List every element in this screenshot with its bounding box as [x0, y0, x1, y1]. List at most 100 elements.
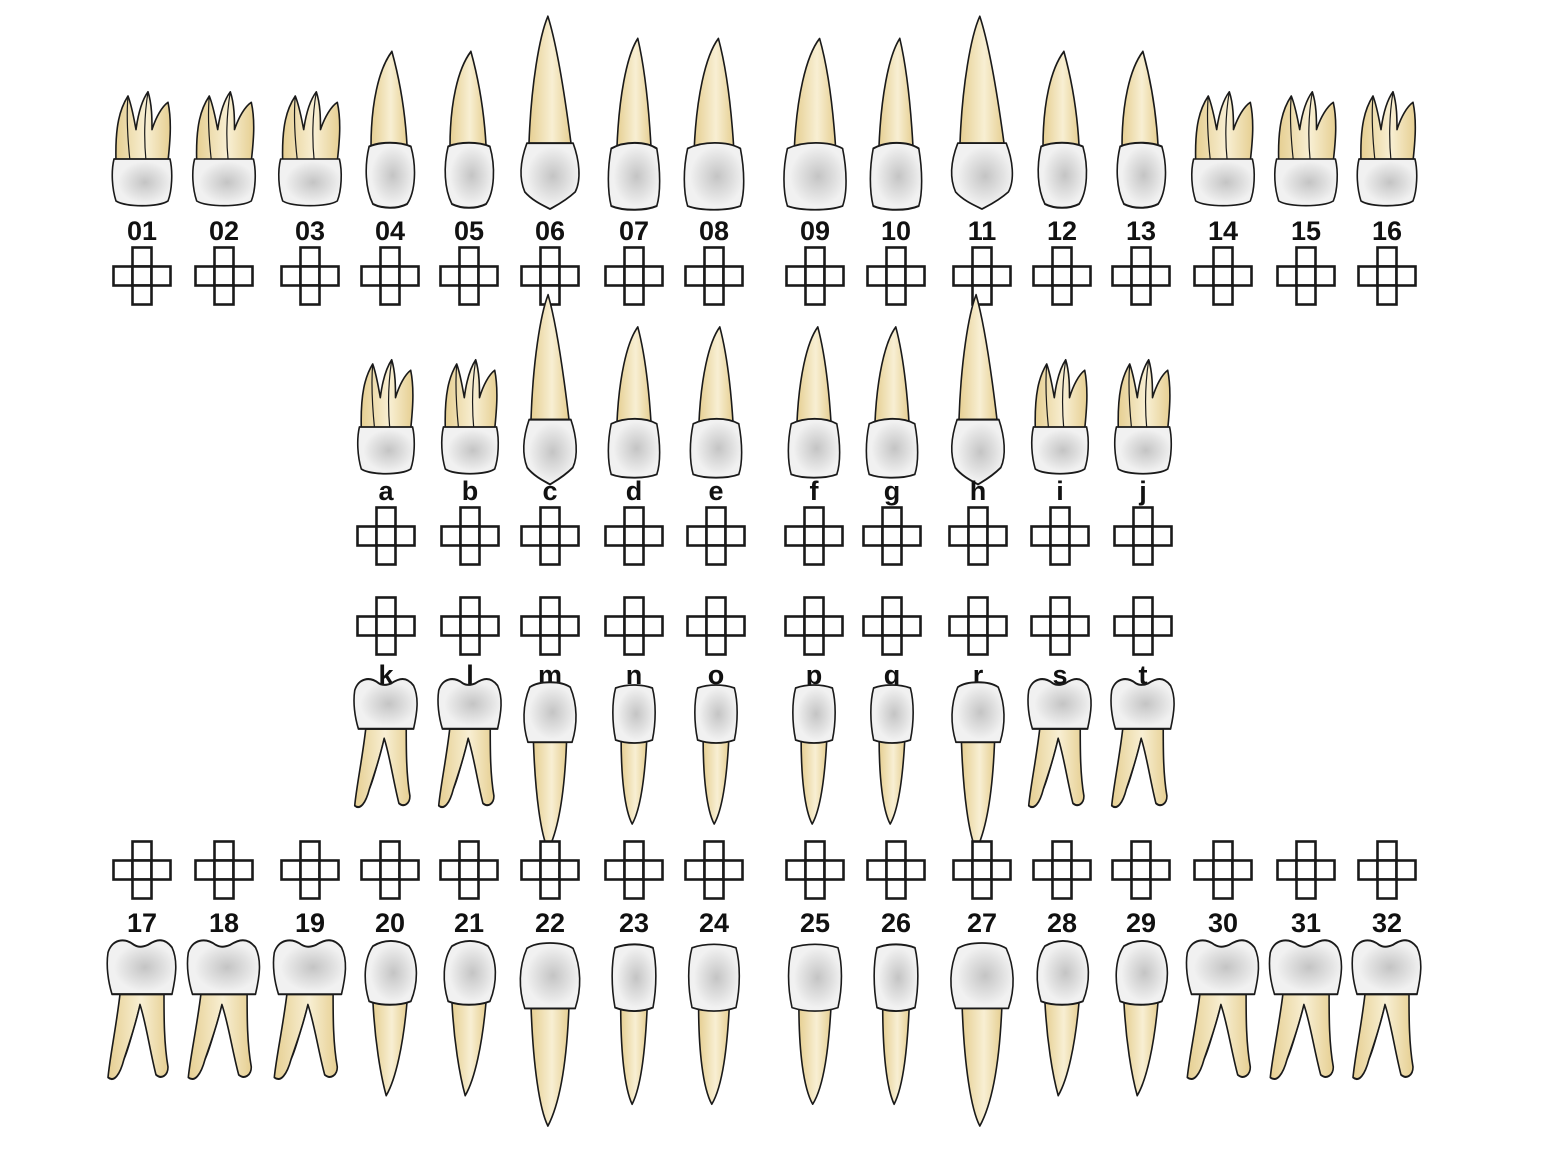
surface-chart-s[interactable]: [1032, 598, 1089, 655]
surface-left[interactable]: [688, 527, 707, 546]
tooth-j[interactable]: [1115, 360, 1172, 474]
surface-chart-20[interactable]: [362, 842, 419, 899]
tooth-m[interactable]: [524, 682, 576, 850]
surface-right[interactable]: [152, 861, 171, 880]
surface-center[interactable]: [806, 267, 825, 286]
surface-right[interactable]: [644, 617, 663, 636]
surface-top[interactable]: [705, 248, 724, 267]
tooth-11[interactable]: [952, 16, 1013, 209]
surface-chart-03[interactable]: [282, 248, 339, 305]
surface-center[interactable]: [705, 861, 724, 880]
surface-center[interactable]: [1051, 617, 1070, 636]
surface-bottom[interactable]: [1214, 286, 1233, 305]
surface-chart-14[interactable]: [1195, 248, 1252, 305]
surface-right[interactable]: [320, 861, 339, 880]
surface-top[interactable]: [1134, 598, 1153, 617]
tooth-13[interactable]: [1117, 52, 1165, 208]
surface-left[interactable]: [196, 267, 215, 286]
tooth-32[interactable]: [1352, 940, 1421, 1079]
surface-chart-b[interactable]: [442, 508, 499, 565]
surface-bottom[interactable]: [887, 286, 906, 305]
tooth-g[interactable]: [866, 327, 917, 478]
surface-chart-04[interactable]: [362, 248, 419, 305]
surface-left[interactable]: [442, 617, 461, 636]
surface-chart-25[interactable]: [787, 842, 844, 899]
surface-right[interactable]: [234, 861, 253, 880]
surface-right[interactable]: [906, 267, 925, 286]
surface-center[interactable]: [973, 861, 992, 880]
tooth-q[interactable]: [871, 685, 913, 824]
surface-chart-01[interactable]: [114, 248, 171, 305]
surface-bottom[interactable]: [541, 880, 560, 899]
surface-bottom[interactable]: [541, 546, 560, 565]
surface-top[interactable]: [1134, 508, 1153, 527]
surface-left[interactable]: [362, 267, 381, 286]
surface-center[interactable]: [625, 861, 644, 880]
surface-chart-17[interactable]: [114, 842, 171, 899]
surface-center[interactable]: [969, 617, 988, 636]
surface-top[interactable]: [883, 508, 902, 527]
surface-left[interactable]: [686, 861, 705, 880]
surface-top[interactable]: [1297, 842, 1316, 861]
surface-chart-16[interactable]: [1359, 248, 1416, 305]
surface-center[interactable]: [1134, 617, 1153, 636]
surface-left[interactable]: [1195, 861, 1214, 880]
surface-top[interactable]: [1132, 842, 1151, 861]
tooth-07[interactable]: [608, 39, 659, 210]
surface-center[interactable]: [805, 527, 824, 546]
surface-right[interactable]: [1316, 267, 1335, 286]
surface-left[interactable]: [1113, 861, 1132, 880]
surface-left[interactable]: [950, 527, 969, 546]
surface-bottom[interactable]: [1051, 636, 1070, 655]
surface-center[interactable]: [541, 527, 560, 546]
tooth-21[interactable]: [444, 941, 495, 1096]
surface-left[interactable]: [606, 861, 625, 880]
surface-right[interactable]: [560, 617, 579, 636]
surface-chart-29[interactable]: [1113, 842, 1170, 899]
surface-top[interactable]: [887, 842, 906, 861]
surface-right[interactable]: [1151, 861, 1170, 880]
surface-center[interactable]: [461, 617, 480, 636]
surface-left[interactable]: [1032, 617, 1051, 636]
surface-left[interactable]: [787, 861, 806, 880]
surface-chart-11[interactable]: [954, 248, 1011, 305]
surface-right[interactable]: [1070, 527, 1089, 546]
surface-center[interactable]: [1132, 861, 1151, 880]
surface-center[interactable]: [460, 861, 479, 880]
surface-bottom[interactable]: [461, 636, 480, 655]
surface-center[interactable]: [301, 267, 320, 286]
surface-center[interactable]: [1134, 527, 1153, 546]
surface-top[interactable]: [133, 248, 152, 267]
surface-top[interactable]: [377, 598, 396, 617]
surface-bottom[interactable]: [1132, 880, 1151, 899]
surface-left[interactable]: [114, 861, 133, 880]
surface-left[interactable]: [441, 861, 460, 880]
surface-bottom[interactable]: [1134, 636, 1153, 655]
tooth-k[interactable]: [354, 679, 417, 807]
surface-chart-f[interactable]: [786, 508, 843, 565]
surface-bottom[interactable]: [805, 636, 824, 655]
surface-top[interactable]: [1214, 248, 1233, 267]
surface-bottom[interactable]: [969, 546, 988, 565]
tooth-23[interactable]: [612, 944, 656, 1104]
surface-chart-c[interactable]: [522, 508, 579, 565]
surface-bottom[interactable]: [1297, 880, 1316, 899]
surface-right[interactable]: [726, 617, 745, 636]
surface-bottom[interactable]: [625, 286, 644, 305]
surface-center[interactable]: [1053, 861, 1072, 880]
surface-chart-10[interactable]: [868, 248, 925, 305]
tooth-18[interactable]: [187, 940, 259, 1079]
surface-bottom[interactable]: [541, 636, 560, 655]
tooth-n[interactable]: [613, 685, 655, 824]
surface-chart-22[interactable]: [522, 842, 579, 899]
surface-chart-28[interactable]: [1034, 842, 1091, 899]
tooth-04[interactable]: [366, 52, 414, 208]
surface-right[interactable]: [724, 267, 743, 286]
surface-bottom[interactable]: [1214, 880, 1233, 899]
surface-right[interactable]: [644, 527, 663, 546]
surface-center[interactable]: [1378, 861, 1397, 880]
surface-top[interactable]: [381, 248, 400, 267]
surface-left[interactable]: [522, 527, 541, 546]
surface-chart-n[interactable]: [606, 598, 663, 655]
surface-right[interactable]: [992, 267, 1011, 286]
